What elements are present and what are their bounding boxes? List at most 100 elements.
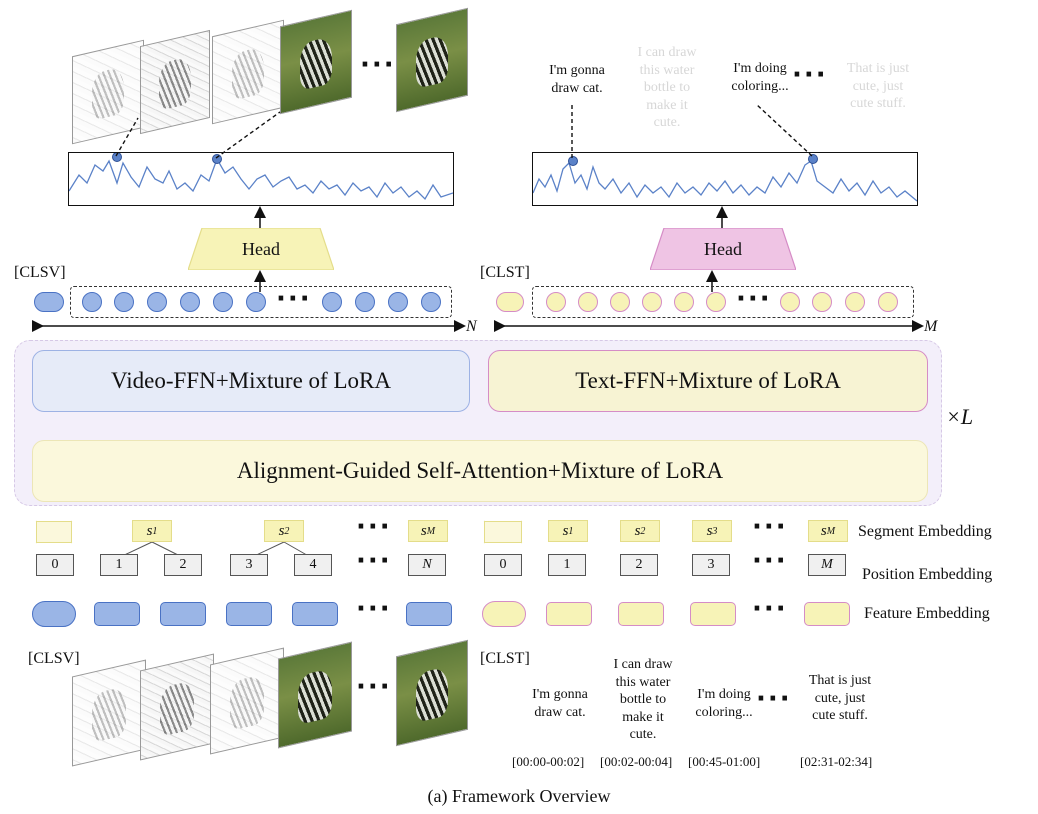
top-subtitle-faded-1: I can draw this water bottle to make it … <box>637 45 697 130</box>
text-head-label: Head <box>704 238 742 259</box>
ellipsis: ··· <box>356 546 392 576</box>
cls-video-token <box>34 292 64 312</box>
bottom-subtitle: I can draw this water bottle to make it … <box>613 657 673 742</box>
bottom-subtitle: I'm gonna draw cat. <box>532 687 588 720</box>
segment-embedding-empty-video <box>36 521 72 543</box>
text-token <box>642 292 662 312</box>
saliency-line-chart <box>532 154 918 202</box>
position-embedding-token: 1 <box>100 554 138 576</box>
text-token-sequence <box>532 286 914 318</box>
position-embedding-token: 2 <box>620 554 658 576</box>
bottom-subtitle: I'm doing coloring... <box>695 687 753 720</box>
feature-embedding-token <box>94 602 140 626</box>
feature-embedding-token <box>226 602 272 626</box>
position-embedding-token: 0 <box>484 554 522 576</box>
top-subtitle-highlight-1: I'm gonna draw cat. <box>549 63 605 96</box>
video-token <box>82 292 102 312</box>
video-token <box>388 292 408 312</box>
video-frame-thumbnail <box>140 653 214 761</box>
ellipsis: ··· <box>752 512 788 542</box>
position-embedding-label: Position Embedding <box>862 566 993 583</box>
highlight-dot <box>212 154 222 164</box>
text-token <box>812 292 832 312</box>
saliency-line-chart <box>68 152 454 201</box>
position-embedding-token: N <box>408 554 446 576</box>
top-subtitle-highlight-2: I'm doing coloring... <box>731 61 789 94</box>
video-ffn-module: Video-FFN+Mixture of LoRA <box>32 350 470 412</box>
feature-embedding-cls-video <box>32 601 76 627</box>
ellipsis: ··· <box>736 284 772 314</box>
ellipsis: ··· <box>360 50 396 80</box>
feature-embedding-token <box>406 602 452 626</box>
highlight-dot <box>568 156 578 166</box>
layer-repeat-label: ×L <box>946 404 974 429</box>
video-token <box>213 292 233 312</box>
feature-embedding-token <box>292 602 338 626</box>
video-token <box>246 292 266 312</box>
timestamp: [00:00-00:02] <box>512 754 585 769</box>
timestamp: [00:02-00:04] <box>600 754 673 769</box>
text-token <box>610 292 630 312</box>
timestamp: [02:31-02:34] <box>800 754 873 769</box>
position-embedding-token: 3 <box>230 554 268 576</box>
cls-text-label-bottom: [CLST] <box>480 650 530 667</box>
highlight-dot <box>112 152 122 162</box>
ellipsis: ··· <box>752 546 788 576</box>
feature-embedding-token <box>618 602 664 626</box>
video-saliency-plot <box>68 152 454 206</box>
timestamp: [00:45-01:00] <box>688 754 761 769</box>
feature-embedding-token <box>546 602 592 626</box>
ellipsis: ··· <box>792 60 828 90</box>
video-length-label: N <box>466 318 477 335</box>
segment-embedding-label: Segment Embedding <box>858 523 992 540</box>
text-length-label: M <box>924 318 938 335</box>
video-frame-thumbnail <box>72 659 146 767</box>
video-token <box>180 292 200 312</box>
top-subtitle-faded-2: That is just cute, just cute stuff. <box>846 61 910 111</box>
ellipsis: ··· <box>276 284 312 314</box>
video-token <box>322 292 342 312</box>
ellipsis: ··· <box>756 684 792 714</box>
text-token <box>780 292 800 312</box>
text-ffn-module: Text-FFN+Mixture of LoRA <box>488 350 928 412</box>
position-embedding-token: 4 <box>294 554 332 576</box>
video-token <box>355 292 375 312</box>
text-token <box>546 292 566 312</box>
ellipsis: ··· <box>356 594 392 624</box>
cls-text-token <box>496 292 524 312</box>
video-head-label: Head <box>242 238 280 259</box>
segment-embedding-empty-text <box>484 521 522 543</box>
figure-caption: (a) Framework Overview <box>427 786 611 806</box>
text-saliency-plot <box>532 152 918 206</box>
position-embedding-token: 3 <box>692 554 730 576</box>
text-token <box>674 292 694 312</box>
position-embedding-token: M <box>808 554 846 576</box>
video-token <box>114 292 134 312</box>
cls-video-label-bottom: [CLSV] <box>28 650 80 667</box>
feature-embedding-label: Feature Embedding <box>864 605 990 622</box>
video-frame-thumbnail <box>278 641 352 749</box>
text-token <box>845 292 865 312</box>
highlight-dot <box>808 154 818 164</box>
ellipsis: ··· <box>752 594 788 624</box>
feature-embedding-token <box>690 602 736 626</box>
text-token <box>878 292 898 312</box>
video-frame-thumbnail <box>396 639 468 747</box>
position-embedding-token: 0 <box>36 554 74 576</box>
text-token <box>578 292 598 312</box>
video-token <box>147 292 167 312</box>
feature-embedding-token <box>804 602 850 626</box>
cls-text-label-top: [CLST] <box>480 264 530 281</box>
text-token <box>706 292 726 312</box>
video-frame-thumbnail <box>210 647 284 755</box>
video-head: Head <box>188 228 334 270</box>
video-token <box>421 292 441 312</box>
feature-embedding-cls-text <box>482 601 526 627</box>
